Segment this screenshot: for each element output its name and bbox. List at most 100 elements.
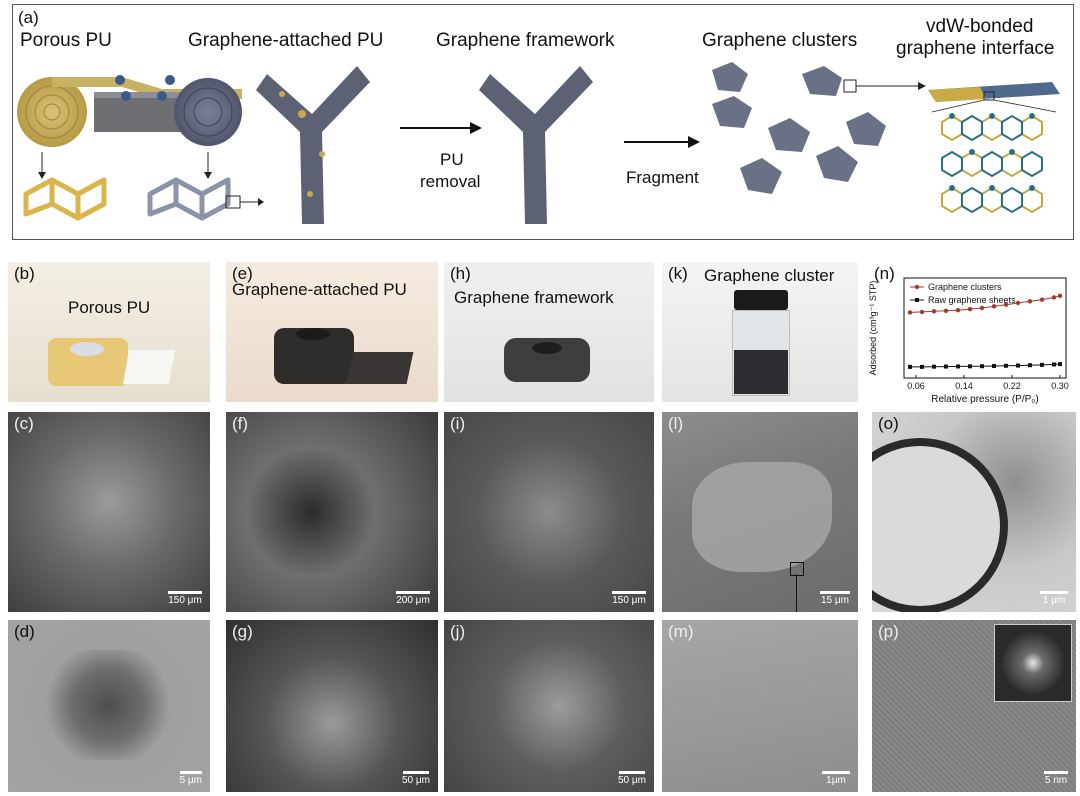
data-point [932, 364, 936, 369]
sem-image-g: (g) 50 μm [226, 620, 438, 792]
photo-title-graphene-framework: Graphene framework [454, 288, 614, 307]
arrow-label-fragment: Fragment [626, 168, 699, 187]
gold-lattice-icon [23, 177, 107, 221]
data-point [992, 364, 996, 368]
schematic-illustration [17, 62, 1060, 224]
tem-image-p: (p) 5 nm [872, 620, 1076, 792]
scale-bar-f: 200 μm [396, 591, 430, 606]
scale-bar-d: 5 μm [180, 771, 202, 786]
sem-image-j: (j) 50 μm [444, 620, 654, 792]
data-point [920, 364, 924, 369]
title-graphene-framework: Graphene framework [436, 30, 615, 51]
vial-cap-icon [734, 290, 788, 310]
data-point [943, 308, 949, 313]
graphene-cluster-icons [712, 62, 886, 194]
scale-bar-m: 1μm [822, 771, 850, 786]
legend-label: Raw graphene sheets [928, 295, 1016, 305]
data-point [1040, 362, 1044, 367]
data-point [944, 364, 948, 369]
photo-graphene-framework: (h) Graphene framework [444, 262, 654, 402]
legend-marker [914, 284, 920, 290]
scale-bar-c: 150 μm [168, 591, 202, 606]
panel-j-label: (j) [450, 622, 466, 641]
data-point [1016, 363, 1020, 368]
panel-o-label: (o) [878, 414, 899, 433]
photo-title-graphene-cluster: Graphene cluster [704, 266, 835, 285]
data-point [956, 364, 960, 369]
hexagonal-lattice-icon [941, 113, 1043, 214]
sem-image-c: (c) 150 μm [8, 412, 210, 612]
panel-k-label: (k) [668, 264, 688, 283]
scale-bar-g: 50 μm [402, 771, 430, 786]
arrow-label-pu: PU [440, 150, 464, 169]
y-axis-label: Adsorbed (cm³g⁻¹ STP) [868, 281, 878, 376]
tem-image-o: (o) 1 μm [872, 412, 1076, 612]
fft-inset-icon [994, 624, 1072, 702]
data-point [1004, 363, 1008, 368]
panel-p-label: (p) [878, 622, 899, 641]
panel-b-label: (b) [14, 264, 35, 283]
data-point [1015, 300, 1021, 306]
sem-image-l: (l) 15 μm [662, 412, 858, 612]
data-point [1027, 299, 1033, 304]
photo-graphene-cluster: (k) Graphene cluster [662, 262, 858, 402]
scale-bar-o: 1 μm [1040, 591, 1068, 606]
arrow-label-removal: removal [420, 172, 481, 191]
data-point [907, 310, 913, 315]
photo-title-porous-pu: Porous PU [68, 298, 151, 317]
sem-image-d: (d) 5 μm [8, 620, 210, 792]
panel-a-label: (a) [18, 8, 39, 27]
sem-image-f: (f) 200 μm [226, 412, 438, 612]
photo-graphene-attached-pu: (e) Graphene-attached PU [226, 262, 438, 402]
x-tick-label: 0.14 [955, 381, 973, 391]
graphene-framework-strut-icon [479, 66, 593, 224]
title-graphene-attached-pu: Graphene-attached PU [188, 30, 384, 51]
panel-g-label: (g) [232, 622, 253, 641]
photo-title-graphene-attached-pu: Graphene-attached PU [232, 280, 407, 299]
data-point [1052, 362, 1056, 367]
panel-l-label: (l) [668, 414, 684, 433]
scale-bar-i: 150 μm [612, 591, 646, 606]
sem-image-m: (m) 1μm [662, 620, 858, 792]
x-tick-label: 0.06 [907, 381, 925, 391]
plot-frame [903, 277, 1067, 379]
panel-c-label: (c) [14, 414, 34, 433]
scale-bar-p: 5 nm [1044, 771, 1068, 786]
data-point [968, 364, 972, 369]
panel-f-label: (f) [232, 414, 249, 433]
data-point [1057, 293, 1063, 298]
scale-bar-j: 50 μm [618, 771, 646, 786]
blue-roll-icon [174, 78, 242, 146]
data-point [1051, 295, 1057, 300]
x-tick-label: 0.30 [1051, 381, 1069, 391]
title-graphene-clusters: Graphene clusters [702, 30, 858, 51]
x-axis-label: Relative pressure (P/P₀) [931, 394, 1039, 405]
data-point [991, 304, 997, 309]
legend-label: Graphene clusters [928, 282, 1002, 292]
panel-h-label: (h) [450, 264, 471, 283]
graphene-attached-strut-icon [256, 66, 370, 224]
scale-bar-l: 15 μm [820, 591, 850, 606]
data-point [1058, 362, 1062, 367]
panel-i-label: (i) [450, 414, 466, 433]
legend-marker [915, 298, 919, 302]
data-point [1028, 363, 1032, 368]
data-point [979, 305, 985, 311]
data-point [908, 364, 912, 369]
data-point [955, 308, 961, 313]
panel-d-label: (d) [14, 622, 35, 641]
data-point [967, 306, 973, 312]
data-point [1039, 297, 1045, 302]
data-point [919, 309, 925, 315]
photo-porous-pu: (b) Porous PU [8, 262, 210, 402]
panel-n-label: (n) [874, 264, 895, 283]
x-tick-label: 0.22 [1003, 381, 1021, 391]
data-point [980, 364, 984, 369]
title-vdw-bonded: vdW-bonded [926, 16, 1034, 37]
title-graphene-interface: graphene interface [896, 38, 1055, 59]
coating-bath-icon [94, 92, 182, 132]
panel-e-label: (e) [232, 264, 253, 283]
data-point [931, 309, 937, 314]
title-porous-pu: Porous PU [20, 30, 112, 51]
